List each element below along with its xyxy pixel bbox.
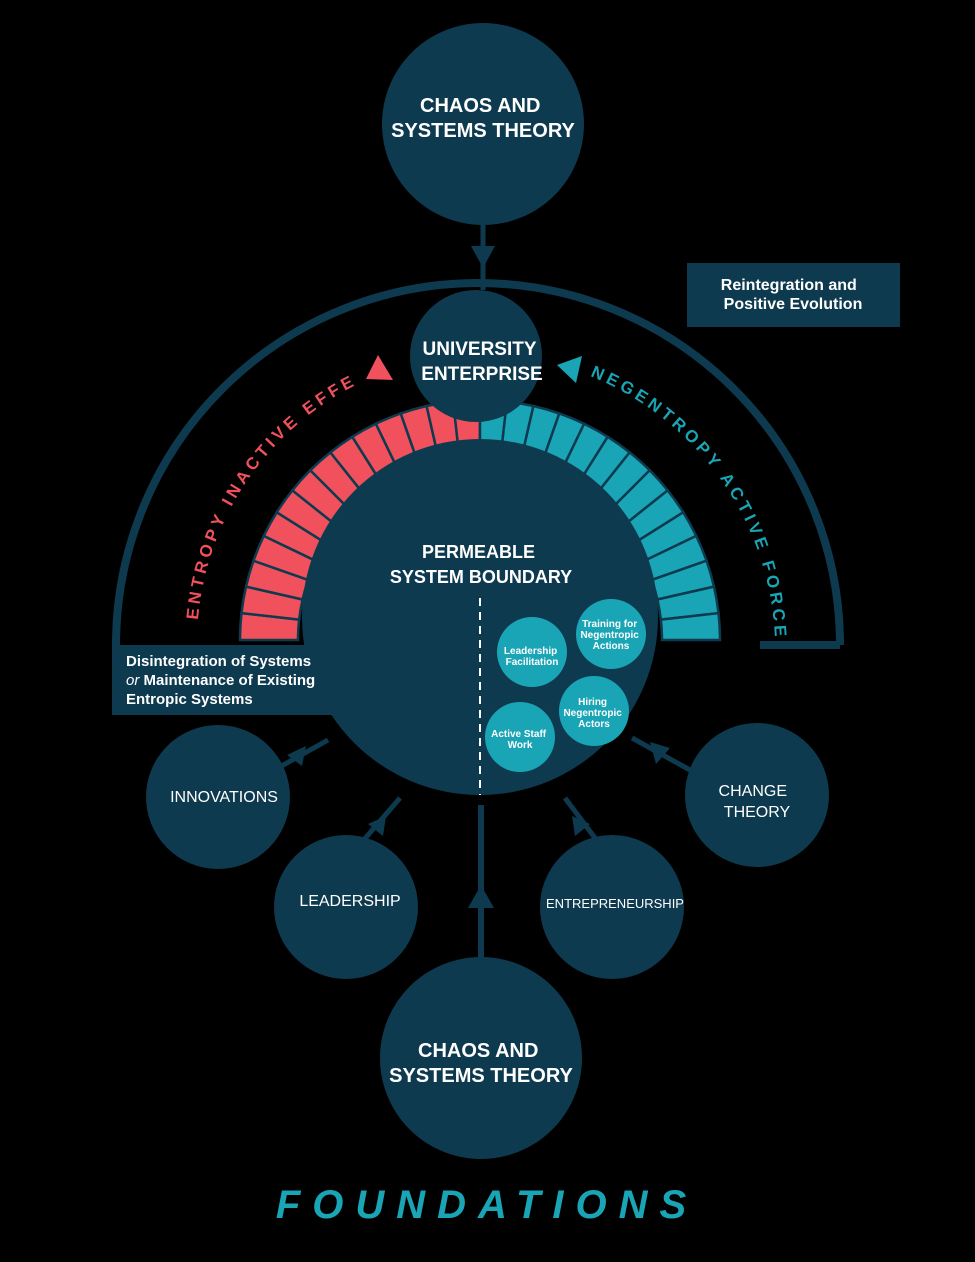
hiring-label: Hiring Negentropic Actors — [563, 697, 624, 730]
disintegration-label: Disintegration of Systems or Maintenance… — [126, 653, 319, 708]
foundations-footer: FOUNDATIONS — [276, 1183, 698, 1227]
entrepreneurship-circle — [540, 835, 684, 979]
change-theory-connector-arrow — [650, 742, 670, 764]
change-theory-circle — [685, 723, 829, 867]
university-enterprise-label: UNIVERSITY ENTERPRISE — [421, 339, 542, 385]
permeable-boundary-label: PERMEABLE SYSTEM BOUNDARY — [390, 542, 572, 587]
top-theory-label: CHAOS AND SYSTEMS THEORY — [391, 95, 575, 142]
university-enterprise-circle — [410, 290, 542, 422]
leadership-connector-arrow — [368, 816, 386, 836]
hiring-circle — [559, 676, 629, 746]
negentropy-arrowhead — [557, 356, 582, 383]
active-staff-label: Active Staff Work — [491, 729, 549, 751]
training-circle — [576, 599, 646, 669]
entrepreneurship-label: ENTREPRENEURSHIP — [546, 896, 684, 911]
entrepreneurship-connector-line — [563, 796, 600, 844]
bottom-connector-arrow — [468, 885, 494, 908]
entropy-arrowhead — [366, 355, 393, 380]
leadership-label: LEADERSHIP — [299, 893, 400, 910]
innovations-label: INNOVATIONS — [170, 789, 278, 806]
active-staff-circle — [485, 702, 555, 772]
change-theory-label: CHANGE THEORY — [719, 783, 792, 821]
top-theory-circle — [382, 23, 584, 225]
innovations-connector-arrow — [287, 746, 306, 766]
leadership-facilitation-circle — [497, 617, 567, 687]
bottom-theory-label: CHAOS AND SYSTEMS THEORY — [389, 1040, 573, 1087]
entrepreneurship-connector-arrow — [572, 816, 590, 836]
negentropy-segment — [659, 611, 722, 642]
top-connector-arrow — [471, 246, 495, 268]
reintegration-box — [687, 263, 900, 327]
bottom-theory-circle — [380, 957, 582, 1159]
leadership-facilitation-label: Leadership Facilitation — [504, 646, 560, 668]
training-label: Training for Negentropic Actions — [580, 619, 641, 652]
outer-boundary-arc — [112, 279, 844, 646]
innovations-circle — [146, 725, 290, 869]
leadership-circle — [274, 835, 418, 979]
disintegration-box — [112, 645, 334, 715]
reintegration-label: Reintegration and Positive Evolution — [721, 277, 863, 313]
